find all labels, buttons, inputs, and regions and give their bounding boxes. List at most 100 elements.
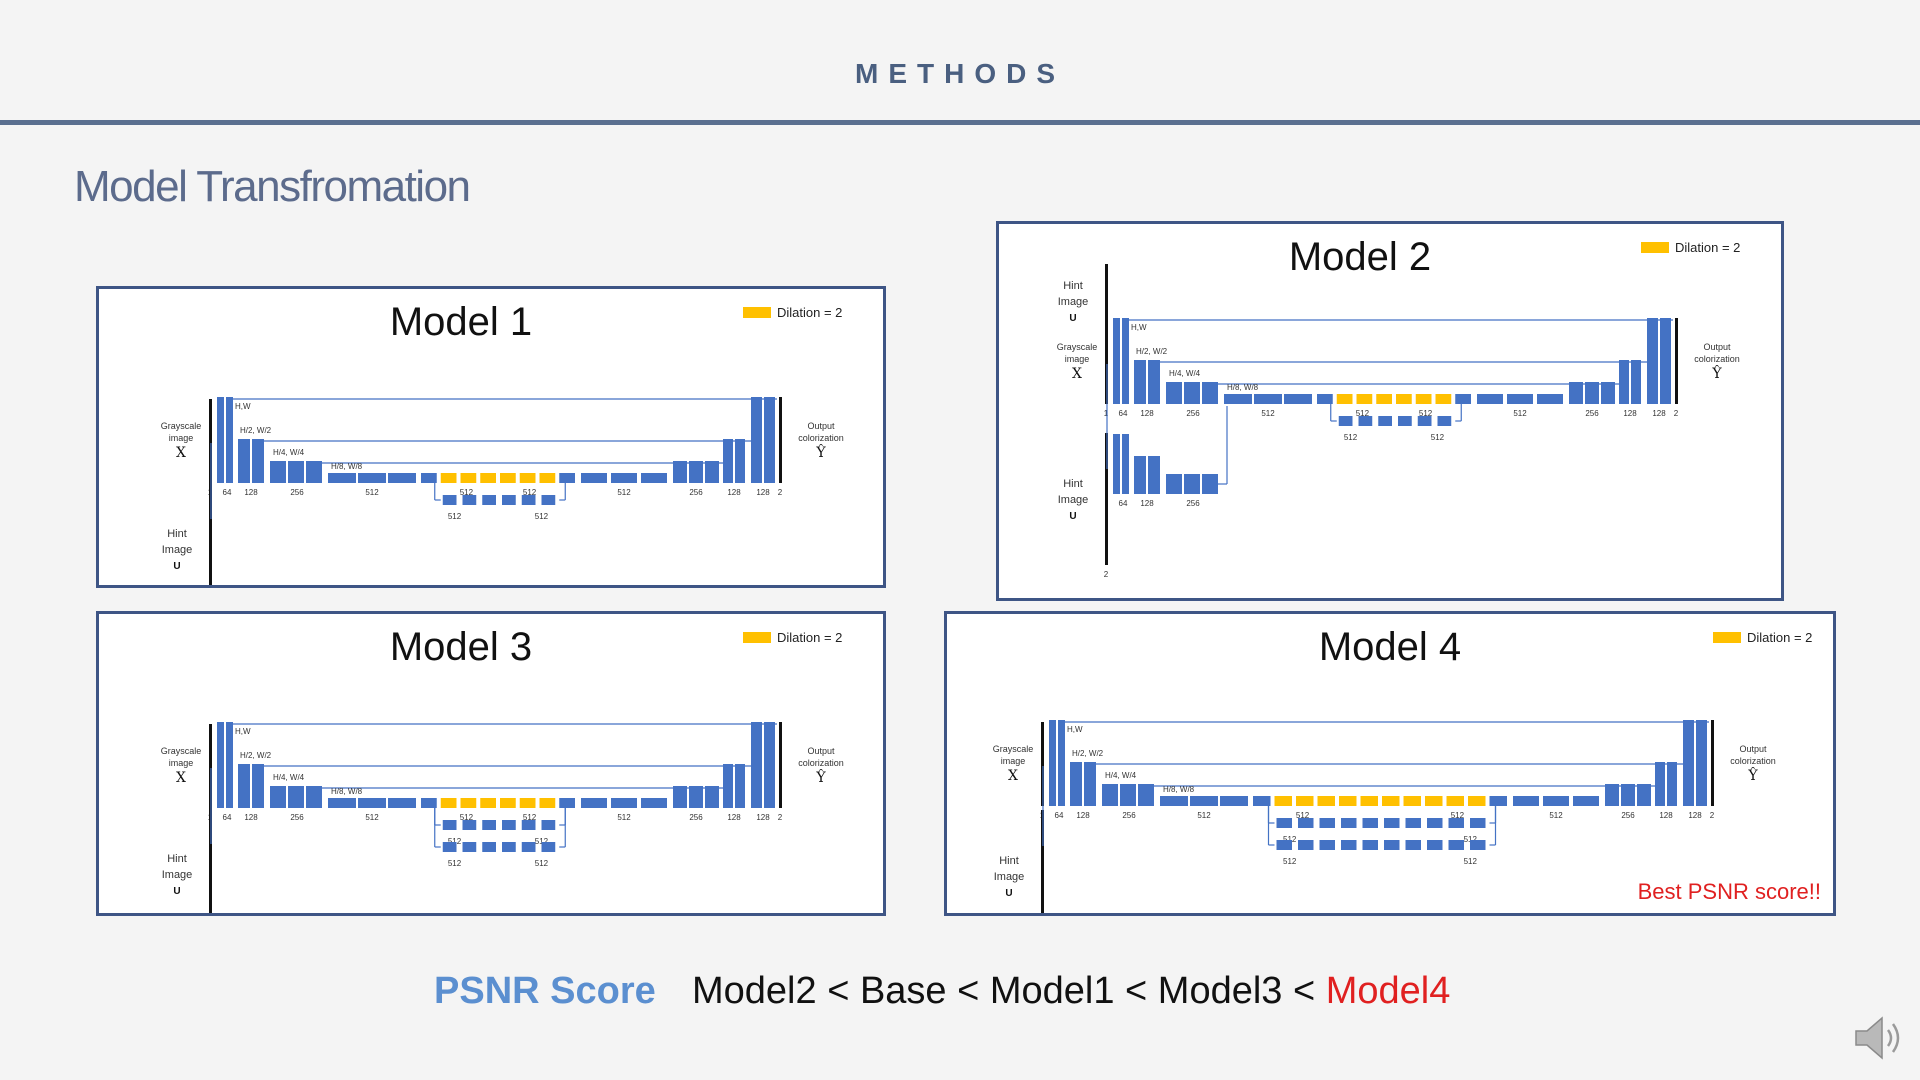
dilated-conv-bar [1435, 394, 1452, 404]
parallel-branch-bar [1276, 818, 1292, 828]
channel-label-128: 128 [1652, 409, 1666, 418]
middle-bar-post [1455, 394, 1471, 404]
decoder-bar-128c [751, 722, 762, 808]
channel-label-256: 256 [290, 488, 304, 497]
channel-label-128: 128 [1688, 811, 1702, 820]
parallel-branch-bar [1358, 416, 1373, 426]
parallel-branch-bar [1362, 818, 1378, 828]
parallel-branch-bar [1417, 416, 1432, 426]
dilated-conv-bar [460, 798, 477, 808]
dilated-conv-bar [1336, 394, 1353, 404]
encoder-bar-128a [1070, 762, 1082, 806]
grayscale-symbol: X [1008, 768, 1018, 784]
decoder-bar-128b [735, 439, 745, 483]
dilated-conv-bar [440, 473, 457, 483]
decoder-bar-512b [1543, 796, 1569, 806]
channel-label-128: 128 [1076, 811, 1090, 820]
decoder-bar-512c [1537, 394, 1563, 404]
dilated-conv-bar [1396, 394, 1412, 404]
resolution-label-h4: H/4, W/4 [1169, 369, 1201, 378]
encoder-bar-256c [1202, 382, 1218, 404]
decoder-bar-512c [641, 473, 667, 483]
hint-encoder-bar [1202, 474, 1218, 494]
encoder-bar-256a [270, 786, 286, 808]
grayscale-symbol: X [176, 770, 186, 786]
parallel-branch-bar [1362, 840, 1378, 850]
encoder-bar-256b [288, 786, 304, 808]
parallel-branch-bar [1338, 416, 1353, 426]
encoder-bar-256a [1166, 382, 1182, 404]
dilation-legend-label: Dilation = 2 [1747, 630, 1812, 645]
parallel-branch-bar [442, 495, 457, 505]
channel-label-64: 64 [223, 813, 232, 822]
encoder-bar-512c [388, 473, 416, 483]
speaker-icon[interactable] [1852, 1014, 1904, 1062]
encoder-bar-512b [358, 798, 386, 808]
parallel-channel-label: 512 [1464, 835, 1478, 844]
channel-label-128: 128 [1623, 409, 1637, 418]
channel-label-64: 64 [1055, 811, 1064, 820]
parallel-branch-bar [1298, 818, 1314, 828]
resolution-label-h8: H/8, W/8 [331, 462, 363, 471]
channel-label-512: 512 [365, 813, 379, 822]
middle-bar-pre [1317, 394, 1333, 404]
encoder-bar-128a [1134, 360, 1146, 404]
model-title: Model 1 [390, 300, 532, 344]
output-label: Output [807, 421, 835, 431]
middle-bar-post [559, 798, 575, 808]
parallel-branch-bar [462, 820, 477, 830]
parallel-branch-bar [1276, 840, 1292, 850]
decoder-bar-128a [1655, 762, 1665, 806]
grayscale-input-label: Grayscale [1057, 342, 1098, 352]
encoder-bar-128b [1148, 360, 1160, 404]
dilation-legend-swatch [1713, 632, 1741, 643]
decoder-bar-256b [689, 461, 703, 483]
hint-symbol: U [1005, 888, 1012, 899]
channel-label-512: 512 [523, 488, 537, 497]
parallel-branch-bar [1341, 818, 1357, 828]
channel-label-128: 128 [1140, 409, 1154, 418]
parallel-branch-bar [1398, 416, 1412, 426]
encoder-bar-256a [1102, 784, 1118, 806]
resolution-label-h4: H/4, W/4 [273, 448, 305, 457]
channel-label-128: 128 [727, 488, 741, 497]
channel-label-256: 256 [1621, 811, 1635, 820]
channel-label-512: 512 [1451, 811, 1465, 820]
dilated-conv-bar [440, 798, 457, 808]
encoder-bar-64b [226, 722, 233, 808]
psnr-score-label: PSNR Score [434, 970, 656, 1012]
parallel-branch-bar [1378, 416, 1392, 426]
model-title: Model 4 [1319, 625, 1461, 669]
middle-bar-post [559, 473, 575, 483]
parallel-branch-bar [482, 842, 496, 852]
dilated-conv-bar [500, 798, 516, 808]
resolution-label-hw: H,W [1131, 323, 1147, 332]
channel-label-128: 128 [1140, 499, 1154, 508]
dilated-conv-bar [1382, 796, 1400, 806]
output-label: colorization [1694, 354, 1740, 364]
parallel-branch-bar [1298, 840, 1314, 850]
encoder-bar-512b [1254, 394, 1282, 404]
dilated-conv-bar [1317, 796, 1335, 806]
output-channel-bar [779, 397, 782, 483]
channel-label-512: 512 [1261, 409, 1275, 418]
resolution-label-h4: H/4, W/4 [273, 773, 305, 782]
dilation-legend-label: Dilation = 2 [777, 305, 842, 320]
channel-label-128: 128 [756, 488, 770, 497]
dilated-conv-bar [1274, 796, 1292, 806]
decoder-bar-512b [611, 798, 637, 808]
dilation-legend-label: Dilation = 2 [1675, 240, 1740, 255]
decoder-bar-128b [1667, 762, 1677, 806]
hint-encoder-bar [1134, 456, 1146, 494]
dilated-conv-bar [1415, 394, 1432, 404]
parallel-channel-label: 512 [448, 512, 462, 521]
output-channel-bar [1675, 318, 1678, 404]
parallel-channel-label: 512 [1431, 433, 1445, 442]
slide-subtitle: Model Transfromation [74, 162, 471, 211]
